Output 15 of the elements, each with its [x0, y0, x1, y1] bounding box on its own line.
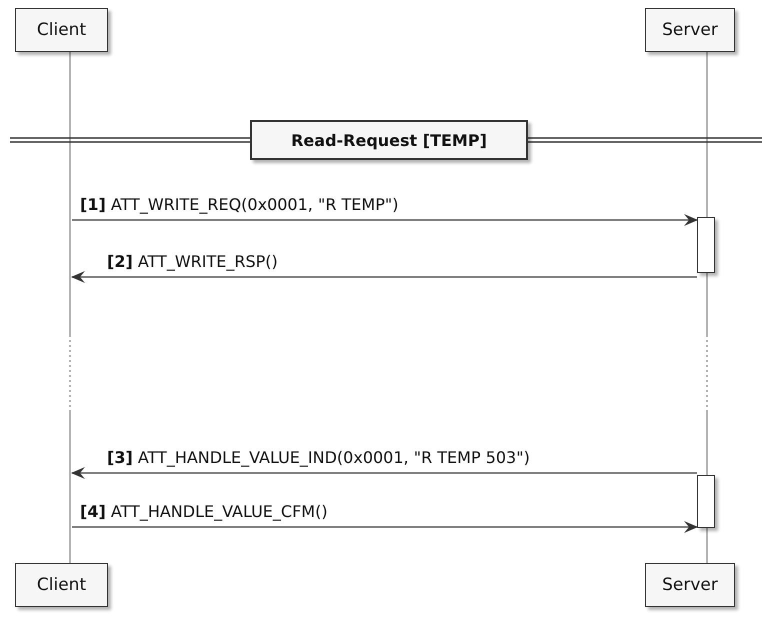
- message-label: [3] ATT_HANDLE_VALUE_IND(0x0001, "R TEMP 503"): [107, 448, 530, 467]
- message-arrow: [71, 467, 697, 479]
- message-arrow: [72, 521, 698, 533]
- participant-box: Client: [15, 8, 108, 52]
- participant-box: Client: [15, 563, 108, 607]
- message-label: [4] ATT_HANDLE_VALUE_CFM(): [80, 502, 328, 521]
- message-label: [2] ATT_WRITE_RSP(): [107, 252, 278, 271]
- activation-bar: [697, 217, 715, 273]
- activation-bar: [697, 475, 715, 528]
- message-arrow: [71, 271, 697, 283]
- lifeline: [68, 52, 72, 563]
- participant-box: Server: [645, 563, 735, 607]
- message-label: [1] ATT_WRITE_REQ(0x0001, "R TEMP"): [80, 195, 398, 214]
- message-arrow: [72, 214, 698, 226]
- participant-box: Server: [645, 8, 735, 52]
